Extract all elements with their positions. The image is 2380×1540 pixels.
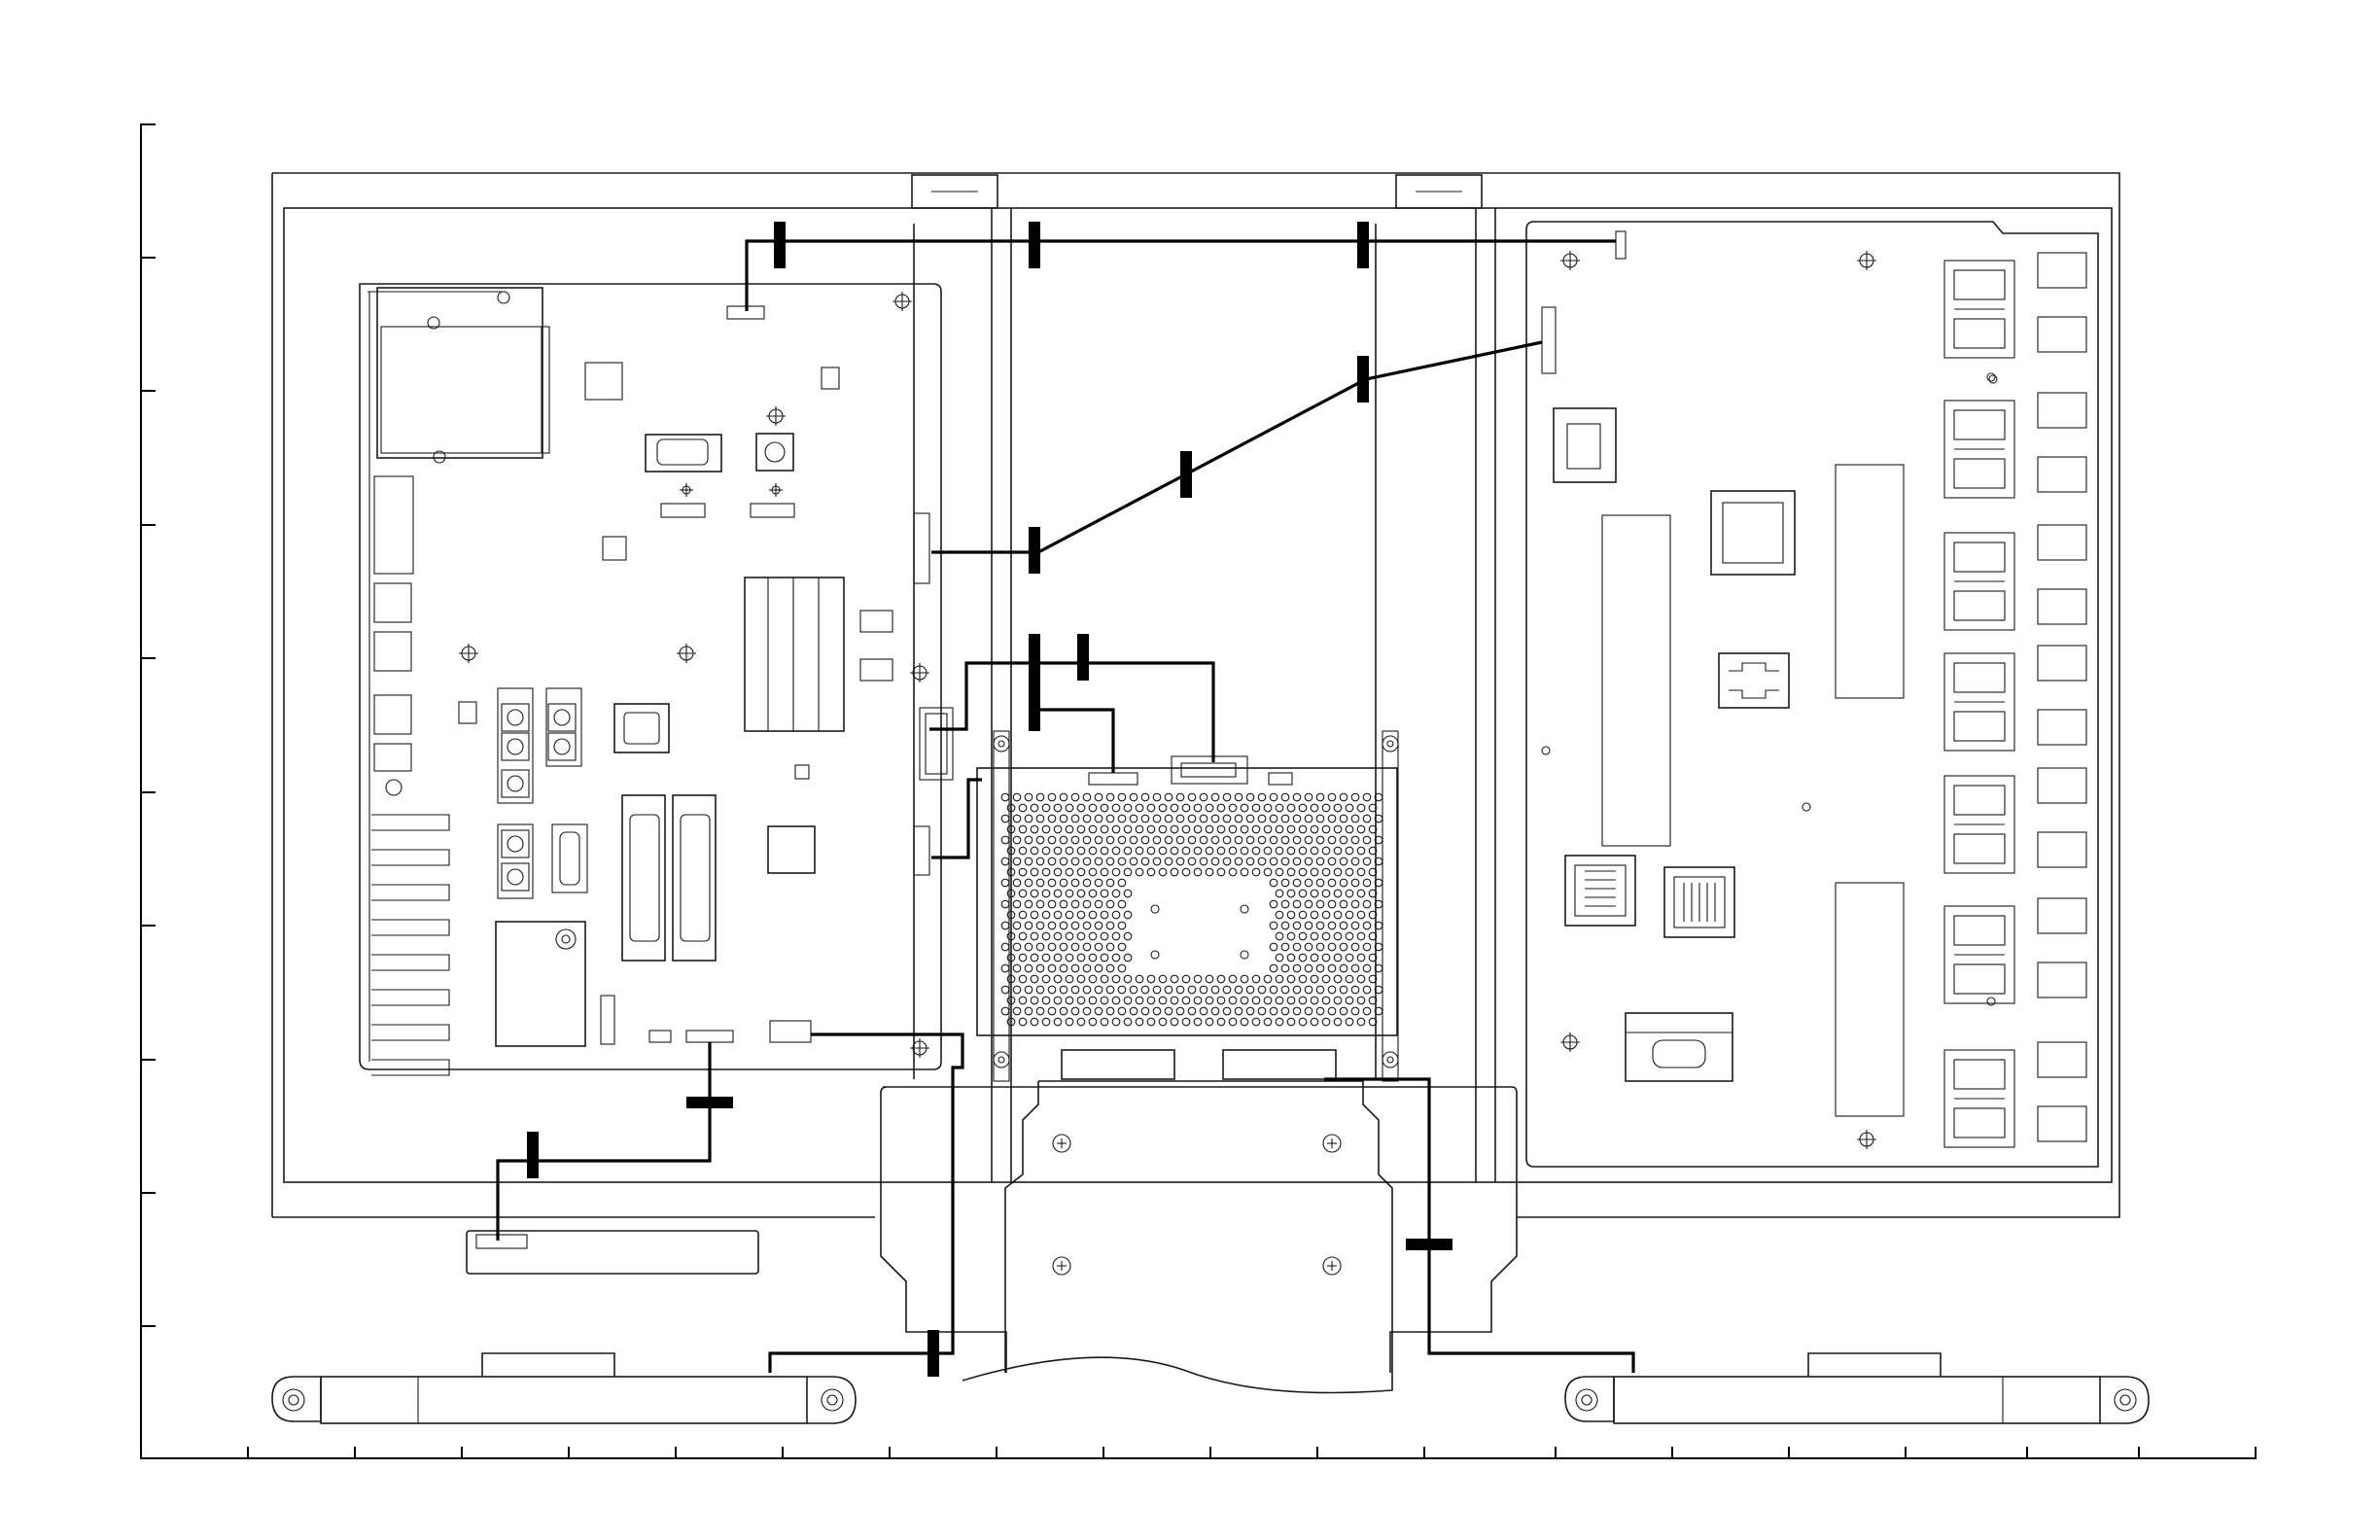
wire-main-to-shield-upper-b (1038, 681, 1113, 773)
wire-clamp (1029, 222, 1040, 268)
wire-clamp (928, 1330, 939, 1377)
wire-clamp (1406, 1239, 1452, 1250)
stand-bracket (881, 1081, 1517, 1393)
center-shield-unit (977, 731, 1398, 1081)
wire-clamp (1077, 634, 1089, 681)
grid-ruler (141, 124, 2256, 1458)
wire-top-harness (747, 241, 1616, 311)
wire-clamp (1357, 356, 1369, 402)
wire-diagonal-to-power (931, 342, 1542, 552)
wire-clamp (1357, 222, 1369, 268)
wire-main-to-shield-lower (931, 780, 982, 858)
wire-clamp (774, 222, 786, 268)
main-pwb (360, 284, 953, 1075)
speaker-left (272, 1353, 856, 1423)
wire-clamp (686, 1097, 733, 1108)
ir-sensor-pwb (467, 1231, 758, 1274)
speaker-right (1565, 1353, 2149, 1423)
wire-clamp (527, 1132, 539, 1178)
wire-to-speaker-right (1324, 1079, 1633, 1373)
wire-clamp (1029, 527, 1040, 574)
wire-main-to-shield-upper (929, 663, 1213, 762)
power-unit (1526, 222, 2098, 1167)
wire-clamp (1029, 634, 1040, 731)
wire-clamp (1180, 451, 1192, 498)
wire-to-speaker-left (770, 1034, 962, 1373)
wire-routing (498, 222, 1633, 1377)
